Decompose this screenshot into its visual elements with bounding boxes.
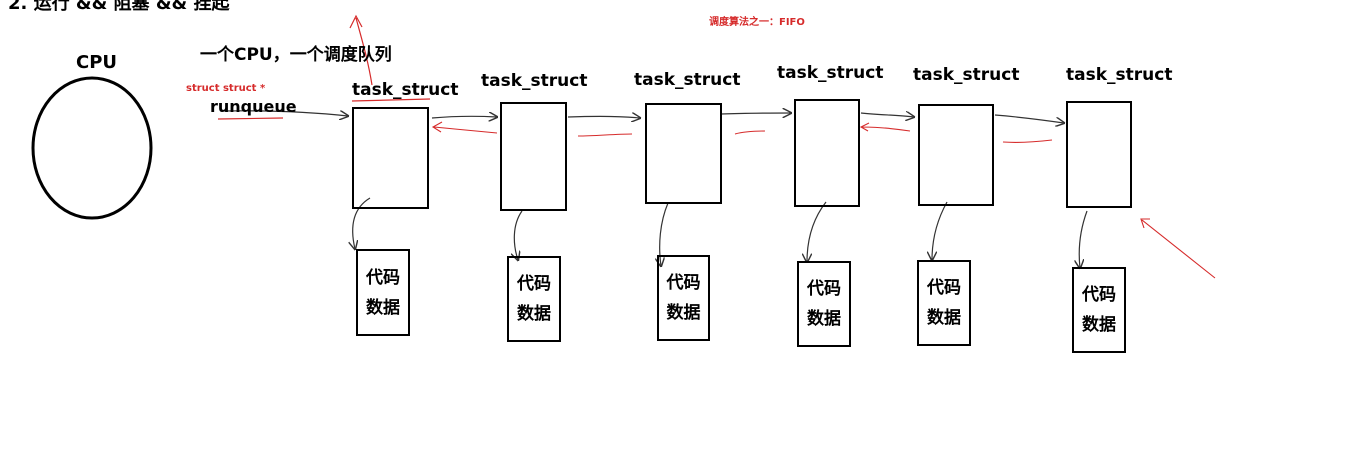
cpu-label: CPU [76, 52, 118, 73]
task-struct-label: task_struct [777, 63, 884, 83]
task-struct-box [794, 99, 860, 207]
task-struct-label: task_struct [634, 70, 741, 90]
code-data-box: 代码 数据 [356, 249, 410, 336]
runqueue-type-label: struct struct * [186, 83, 266, 94]
data-label: 数据 [666, 303, 701, 323]
scheduling-note: 调度算法之一：FIFO [709, 17, 805, 28]
task-struct-label: task_struct [352, 80, 459, 100]
code-link-3 [660, 202, 669, 266]
annotation-up-arrow [349, 14, 373, 86]
code-data-box: 代码 数据 [797, 261, 851, 347]
task-struct-label: task_struct [481, 71, 588, 91]
one-cpu-one-queue-label: 一个CPU，一个调度队列 [200, 45, 392, 65]
page-heading: 2. 运行 && 阻塞 && 挂起 [8, 0, 230, 14]
data-label: 数据 [366, 297, 400, 318]
task-struct-box [500, 102, 567, 211]
code-label: 代码 [666, 273, 701, 293]
task-struct-box [645, 103, 722, 204]
data-label: 数据 [517, 304, 551, 324]
code-label: 代码 [807, 279, 841, 299]
next-link-2 [567, 116, 640, 118]
code-label: 代码 [1082, 285, 1116, 305]
code-label: 代码 [517, 274, 551, 294]
code-label: 代码 [927, 278, 961, 298]
task-underline [351, 98, 431, 102]
prev-link-4 [859, 122, 911, 132]
code-link-2 [514, 210, 523, 260]
prev-link-3 [734, 130, 766, 135]
task-struct-box [918, 104, 994, 206]
runqueue-label: runqueue [210, 97, 297, 116]
code-data-box: 代码 数据 [507, 256, 561, 342]
prev-link-1 [431, 121, 498, 134]
next-link-5 [994, 114, 1064, 123]
annotation-diagonal-arrow [1140, 218, 1216, 279]
next-link-1 [431, 116, 497, 118]
code-data-box: 代码 数据 [657, 255, 710, 341]
code-link-1 [353, 197, 371, 249]
task-struct-box [1066, 101, 1132, 208]
code-link-5 [932, 201, 948, 260]
data-label: 数据 [807, 309, 841, 329]
data-label: 数据 [1082, 315, 1116, 335]
code-link-6 [1079, 210, 1088, 268]
cpu-circle [31, 76, 153, 220]
prev-link-5 [1002, 139, 1053, 143]
code-link-4 [807, 201, 827, 262]
code-label: 代码 [366, 267, 400, 288]
task-struct-label: task_struct [1066, 65, 1173, 85]
code-data-box: 代码 数据 [917, 260, 971, 346]
prev-link-2 [577, 133, 633, 137]
runqueue-pointer-arrow [221, 110, 348, 116]
data-label: 数据 [927, 308, 961, 328]
task-struct-label: task_struct [913, 65, 1020, 85]
code-data-box: 代码 数据 [1072, 267, 1126, 353]
task-struct-box [352, 107, 429, 209]
runqueue-underline [217, 117, 284, 120]
next-link-3 [720, 113, 791, 114]
next-link-4 [860, 113, 914, 117]
